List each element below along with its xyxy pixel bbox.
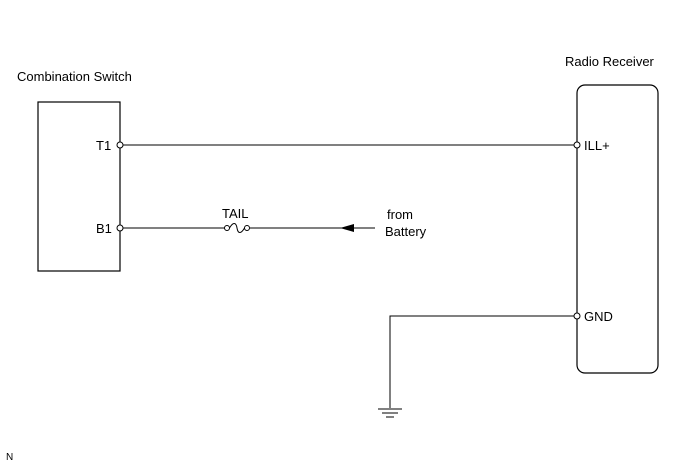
- combination-switch-box: [37, 101, 121, 272]
- pin-label-gnd: GND: [584, 309, 613, 324]
- source-label-line2: Battery: [385, 224, 427, 239]
- wire-gnd: [389, 315, 574, 408]
- pin-label-ill: ILL+: [584, 138, 610, 153]
- corner-mark: N: [6, 452, 13, 463]
- combination-switch-title: Combination Switch: [17, 69, 132, 84]
- pin-label-t1: T1: [96, 138, 111, 153]
- radio-receiver-title: Radio Receiver: [565, 54, 655, 69]
- terminal-t1: [116, 141, 124, 149]
- radio-receiver-box: [576, 84, 659, 374]
- terminal-gnd: [573, 312, 581, 320]
- source-label-line1: from: [387, 207, 413, 222]
- fuse-label: TAIL: [222, 206, 249, 221]
- pin-label-b1: B1: [96, 221, 112, 236]
- ground-icon: [378, 408, 402, 418]
- terminal-ill: [573, 141, 581, 149]
- fuse-icon: [224, 223, 250, 233]
- terminal-b1: [116, 224, 124, 232]
- arrow-icon: [340, 224, 354, 232]
